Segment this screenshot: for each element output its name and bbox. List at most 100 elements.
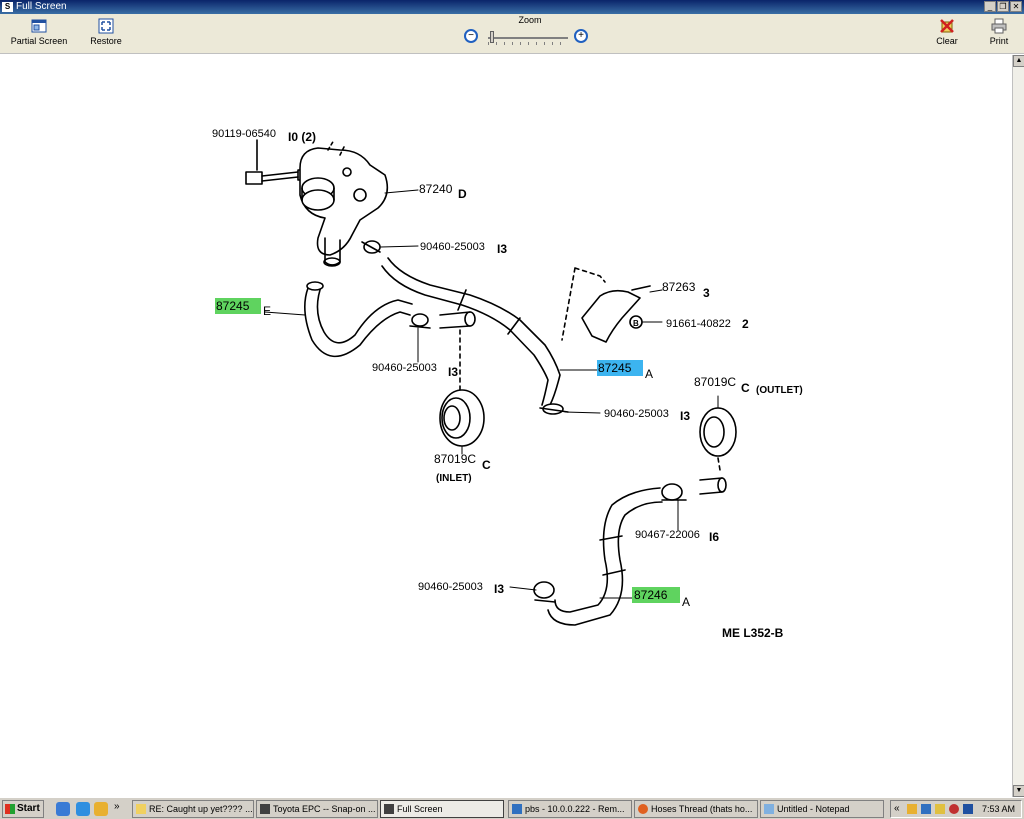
start-label: Start bbox=[17, 803, 40, 814]
leader-lines bbox=[264, 189, 719, 599]
clamp4-part-label[interactable]: 90467-22006 bbox=[635, 529, 700, 541]
clamp2-part-label[interactable]: 90460-25003 bbox=[372, 362, 437, 374]
window-controls: _ ❐ ✕ bbox=[984, 1, 1022, 12]
remote-desktop-icon bbox=[512, 804, 522, 814]
minimize-button[interactable]: _ bbox=[984, 1, 996, 12]
window-title: Full Screen bbox=[16, 1, 67, 12]
start-button[interactable]: Start bbox=[2, 800, 44, 818]
plug-letter-label: B bbox=[633, 319, 639, 328]
tray-folder-icon[interactable] bbox=[907, 804, 917, 814]
inlet-letter-label: C bbox=[482, 458, 491, 472]
bracket bbox=[561, 267, 651, 343]
parts-diagram: 90119-06540 I0 (2) 87240 D 90460-25003 I… bbox=[212, 128, 803, 640]
system-tray: « 7:53 AM bbox=[890, 800, 1022, 818]
hose-e-part-label[interactable]: 87245 bbox=[216, 299, 250, 313]
inlet-part-label[interactable]: 87019C bbox=[434, 452, 476, 466]
hose-b bbox=[547, 487, 663, 626]
clear-icon bbox=[940, 19, 954, 33]
print-button[interactable]: Print bbox=[986, 18, 1012, 46]
diagram-canvas[interactable]: 90119-06540 I0 (2) 87240 D 90460-25003 I… bbox=[0, 55, 1012, 797]
hose-b-letter-label: A bbox=[682, 595, 690, 609]
zoom-ticks bbox=[488, 42, 568, 45]
task-button-full-screen[interactable]: Full Screen bbox=[380, 800, 504, 818]
clamp-2 bbox=[409, 311, 476, 391]
clear-button[interactable]: Clear bbox=[933, 18, 961, 46]
inlet-text-label: (INLET) bbox=[436, 473, 472, 484]
clamp5-qty-label: I3 bbox=[494, 582, 504, 596]
tray-shield-icon[interactable] bbox=[963, 804, 973, 814]
app-icon: S bbox=[2, 2, 13, 12]
windows-logo-icon bbox=[5, 804, 15, 814]
plug-qty-label: 2 bbox=[742, 317, 749, 331]
partial-screen-icon bbox=[31, 19, 47, 33]
hose-a-part-label[interactable]: 87245 bbox=[598, 361, 632, 375]
highlight-hose-a bbox=[597, 360, 643, 376]
tray-security-icon[interactable] bbox=[949, 804, 959, 814]
clamp5-part-label[interactable]: 90460-25003 bbox=[418, 581, 483, 593]
quicklaunch-desktop-icon[interactable] bbox=[56, 802, 70, 816]
bracket-qty-label: 3 bbox=[703, 286, 710, 300]
clamp3-part-label[interactable]: 90460-25003 bbox=[604, 408, 669, 420]
partial-screen-button[interactable]: Partial Screen bbox=[10, 18, 68, 46]
restore-button[interactable]: Restore bbox=[88, 18, 124, 46]
hose-e-letter-label: E bbox=[263, 304, 271, 318]
window-titlebar[interactable]: S Full Screen _ ❐ ✕ bbox=[0, 0, 1024, 14]
valve-assembly bbox=[299, 139, 389, 267]
zoom-out-icon[interactable]: − bbox=[464, 29, 478, 43]
bolt-qty-label: I0 (2) bbox=[288, 130, 316, 144]
task-label: RE: Caught up yet???? ... bbox=[149, 804, 253, 814]
hose-e bbox=[304, 281, 413, 358]
task-label: pbs - 10.0.0.222 - Rem... bbox=[525, 804, 625, 814]
quicklaunch-more-icon[interactable]: » bbox=[114, 801, 120, 812]
zoom-slider-thumb[interactable] bbox=[490, 31, 494, 43]
clamp-4 bbox=[661, 483, 687, 501]
task-button-notepad[interactable]: Untitled - Notepad bbox=[760, 800, 884, 818]
restore-window-button[interactable]: ❐ bbox=[997, 1, 1009, 12]
quicklaunch-ie-icon[interactable] bbox=[76, 802, 90, 816]
task-button-firefox[interactable]: Hoses Thread (thats ho... bbox=[634, 800, 758, 818]
valve-part-label[interactable]: 87240 bbox=[419, 182, 453, 196]
clear-label: Clear bbox=[936, 36, 958, 46]
tray-expand-icon[interactable]: « bbox=[894, 803, 900, 814]
tray-app-icon[interactable] bbox=[935, 804, 945, 814]
outlet-part-label[interactable]: 87019C bbox=[694, 375, 736, 389]
taskbar: Start » RE: Caught up yet???? ... Toyota… bbox=[0, 797, 1024, 819]
bolt-part-label[interactable]: 90119-06540 bbox=[212, 128, 276, 140]
zoom-control: Zoom − + bbox=[460, 15, 600, 45]
hose-b-part-label[interactable]: 87246 bbox=[634, 588, 668, 602]
inlet-grommet bbox=[439, 389, 485, 447]
bracket-part-label[interactable]: 87263 bbox=[662, 280, 696, 294]
toolbar: Partial Screen Restore Zoom − + Clear Pr… bbox=[0, 14, 1024, 54]
outlet-grommet bbox=[699, 407, 737, 495]
task-label: Full Screen bbox=[397, 804, 443, 814]
scroll-down-icon[interactable]: ▼ bbox=[1013, 785, 1024, 797]
outlet-letter-label: C bbox=[741, 381, 750, 395]
taskbar-clock[interactable]: 7:53 AM bbox=[981, 804, 1015, 814]
outlet-text-label: (OUTLET) bbox=[756, 385, 803, 396]
plug-part-label[interactable]: 91661-40822 bbox=[666, 318, 731, 330]
epc-app-icon bbox=[260, 804, 270, 814]
task-button-toyota-epc[interactable]: Toyota EPC -- Snap-on ... bbox=[256, 800, 378, 818]
task-button-remote[interactable]: pbs - 10.0.0.222 - Rem... bbox=[508, 800, 632, 818]
firefox-icon bbox=[638, 804, 648, 814]
task-button-email[interactable]: RE: Caught up yet???? ... bbox=[132, 800, 254, 818]
zoom-label: Zoom bbox=[518, 15, 542, 25]
valve-suffix-label: D bbox=[458, 187, 467, 201]
clamp1-part-label[interactable]: 90460-25003 bbox=[420, 241, 485, 253]
clamp3-qty-label: I3 bbox=[680, 409, 690, 423]
vertical-scrollbar[interactable]: ▲ ▼ bbox=[1012, 55, 1024, 797]
scroll-up-icon[interactable]: ▲ bbox=[1013, 55, 1024, 67]
print-label: Print bbox=[989, 36, 1009, 46]
tray-network-icon[interactable] bbox=[921, 804, 931, 814]
clamp-5 bbox=[533, 581, 556, 603]
restore-label: Restore bbox=[90, 36, 122, 46]
quicklaunch-folder-icon[interactable] bbox=[94, 802, 108, 816]
clamp1-qty-label: I3 bbox=[497, 242, 507, 256]
close-button[interactable]: ✕ bbox=[1010, 1, 1022, 12]
restore-icon bbox=[98, 18, 114, 34]
task-label: Toyota EPC -- Snap-on ... bbox=[273, 804, 376, 814]
zoom-in-icon[interactable]: + bbox=[574, 29, 588, 43]
printer-icon bbox=[991, 18, 1007, 34]
zoom-track[interactable] bbox=[488, 37, 568, 39]
task-label: Untitled - Notepad bbox=[777, 804, 850, 814]
